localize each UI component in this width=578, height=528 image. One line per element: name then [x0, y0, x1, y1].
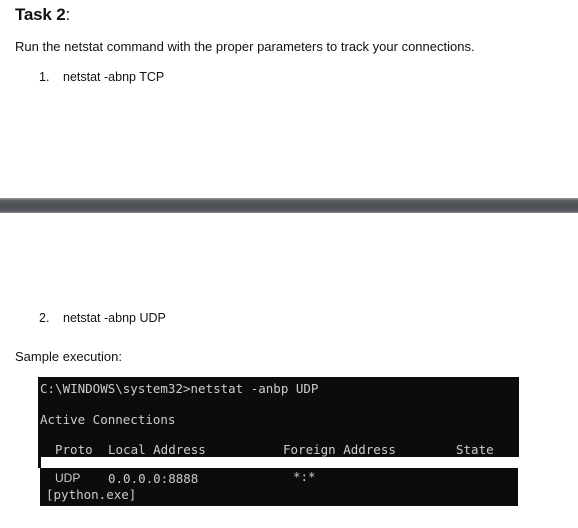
column-header-foreign-address: Foreign Address: [283, 442, 396, 457]
list-text: netstat -abnp TCP: [63, 70, 165, 84]
task-title-colon: :: [65, 5, 70, 24]
terminal-screenshot-top: C:\WINDOWS\system32>netstat -anbp UDP Ac…: [38, 377, 519, 457]
list-item-1: 1. netstat -abnp TCP: [39, 70, 164, 84]
task-title-text: Task 2: [15, 5, 66, 24]
column-header-state: State: [456, 442, 494, 457]
page-divider: [0, 198, 578, 213]
row-process-name: [python.exe]: [46, 487, 137, 502]
sample-execution-label: Sample execution:: [15, 349, 122, 364]
column-header-local-address: Local Address: [108, 442, 206, 457]
terminal-prompt: C:\WINDOWS\system32>netstat -anbp UDP: [40, 381, 319, 396]
list-number: 2.: [39, 311, 50, 325]
row-foreign-address: *:*: [293, 469, 316, 484]
terminal-edge: [38, 457, 41, 468]
column-header-proto: Proto: [55, 442, 93, 457]
list-number: 1.: [39, 70, 50, 84]
list-text: netstat -abnp UDP: [63, 311, 166, 325]
list-item-2: 2. netstat -abnp UDP: [39, 311, 166, 325]
row-proto: UDP: [55, 471, 81, 485]
terminal-heading: Active Connections: [40, 412, 176, 427]
row-local-address: 0.0.0.0:8888: [108, 471, 199, 486]
task-title: Task 2:: [15, 5, 70, 25]
terminal-screenshot-bottom: UDP 0.0.0.0:8888 *:* [python.exe]: [40, 468, 518, 506]
instruction-text: Run the netstat command with the proper …: [15, 39, 475, 54]
